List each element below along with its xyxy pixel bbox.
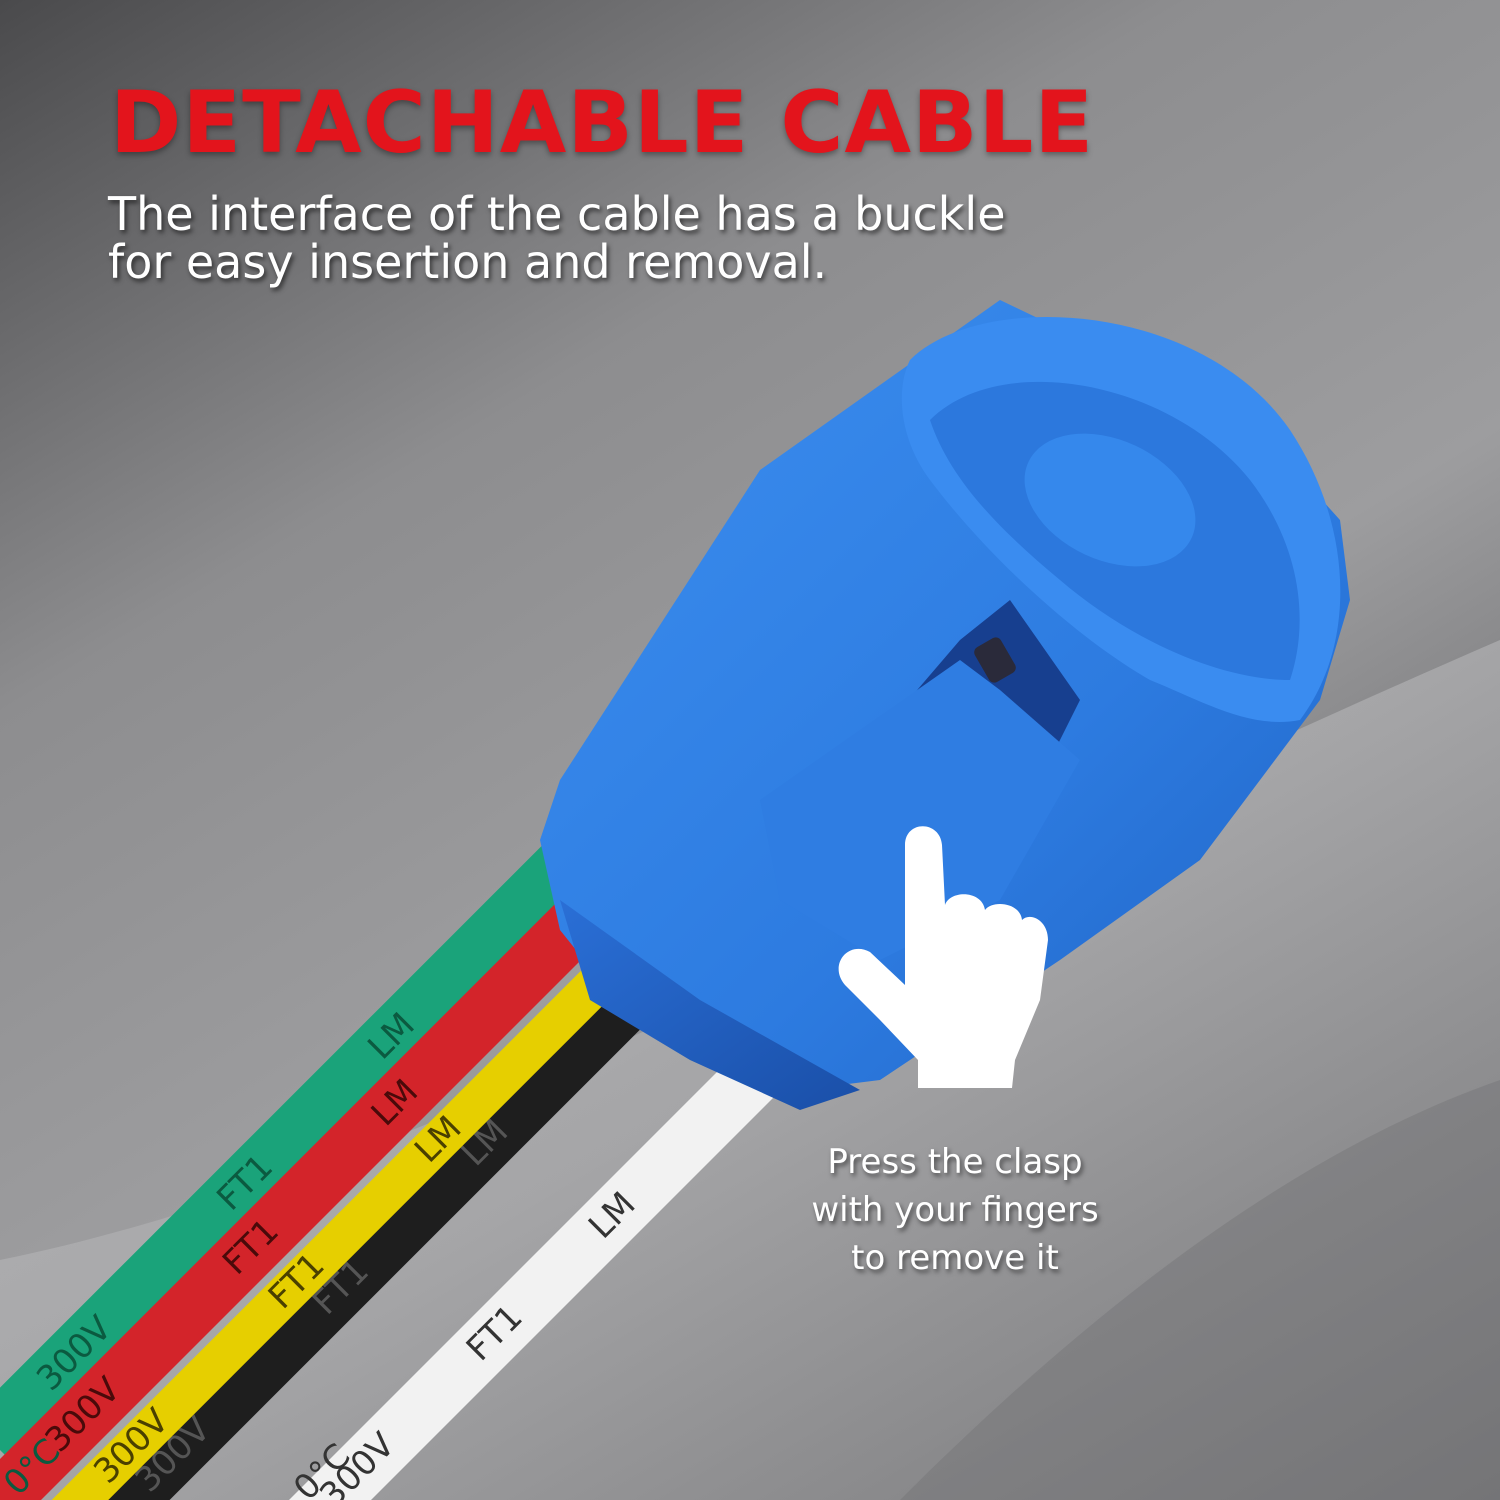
subheadline-line-2: for easy insertion and removal. (108, 235, 828, 289)
removal-hint-line-1: Press the clasp (827, 1142, 1083, 1182)
wire-yellow-jacket (51, 925, 655, 1500)
connector-socket-floor (1024, 433, 1196, 567)
connector-housing (540, 300, 1350, 1110)
buckle-pin (974, 637, 1016, 683)
background-dark-curve (900, 1080, 1500, 1500)
removal-hint: Press the clasp with your fingers to rem… (800, 1138, 1110, 1282)
wire-black-jacket (90, 920, 710, 1500)
headline: DETACHABLE CABLE (110, 73, 1095, 173)
wire-white-jacket (288, 1029, 801, 1500)
removal-hint-line-2: with your fingers (811, 1190, 1099, 1230)
subheadline: The interface of the cable has a buckle … (108, 190, 1006, 286)
subheadline-line-1: The interface of the cable has a buckle (108, 187, 1006, 241)
connector-base (560, 900, 860, 1110)
wire-green-jacket (0, 808, 622, 1462)
wire-bundle: 300VFT1LM300VFT1LM300VFT1LM300VFT1LM300V… (0, 808, 801, 1500)
pointing-hand-icon (838, 826, 1048, 1088)
removal-hint-line-3: to remove it (851, 1238, 1059, 1278)
buckle-clasp (760, 660, 1080, 960)
wire-red-jacket (0, 879, 621, 1500)
